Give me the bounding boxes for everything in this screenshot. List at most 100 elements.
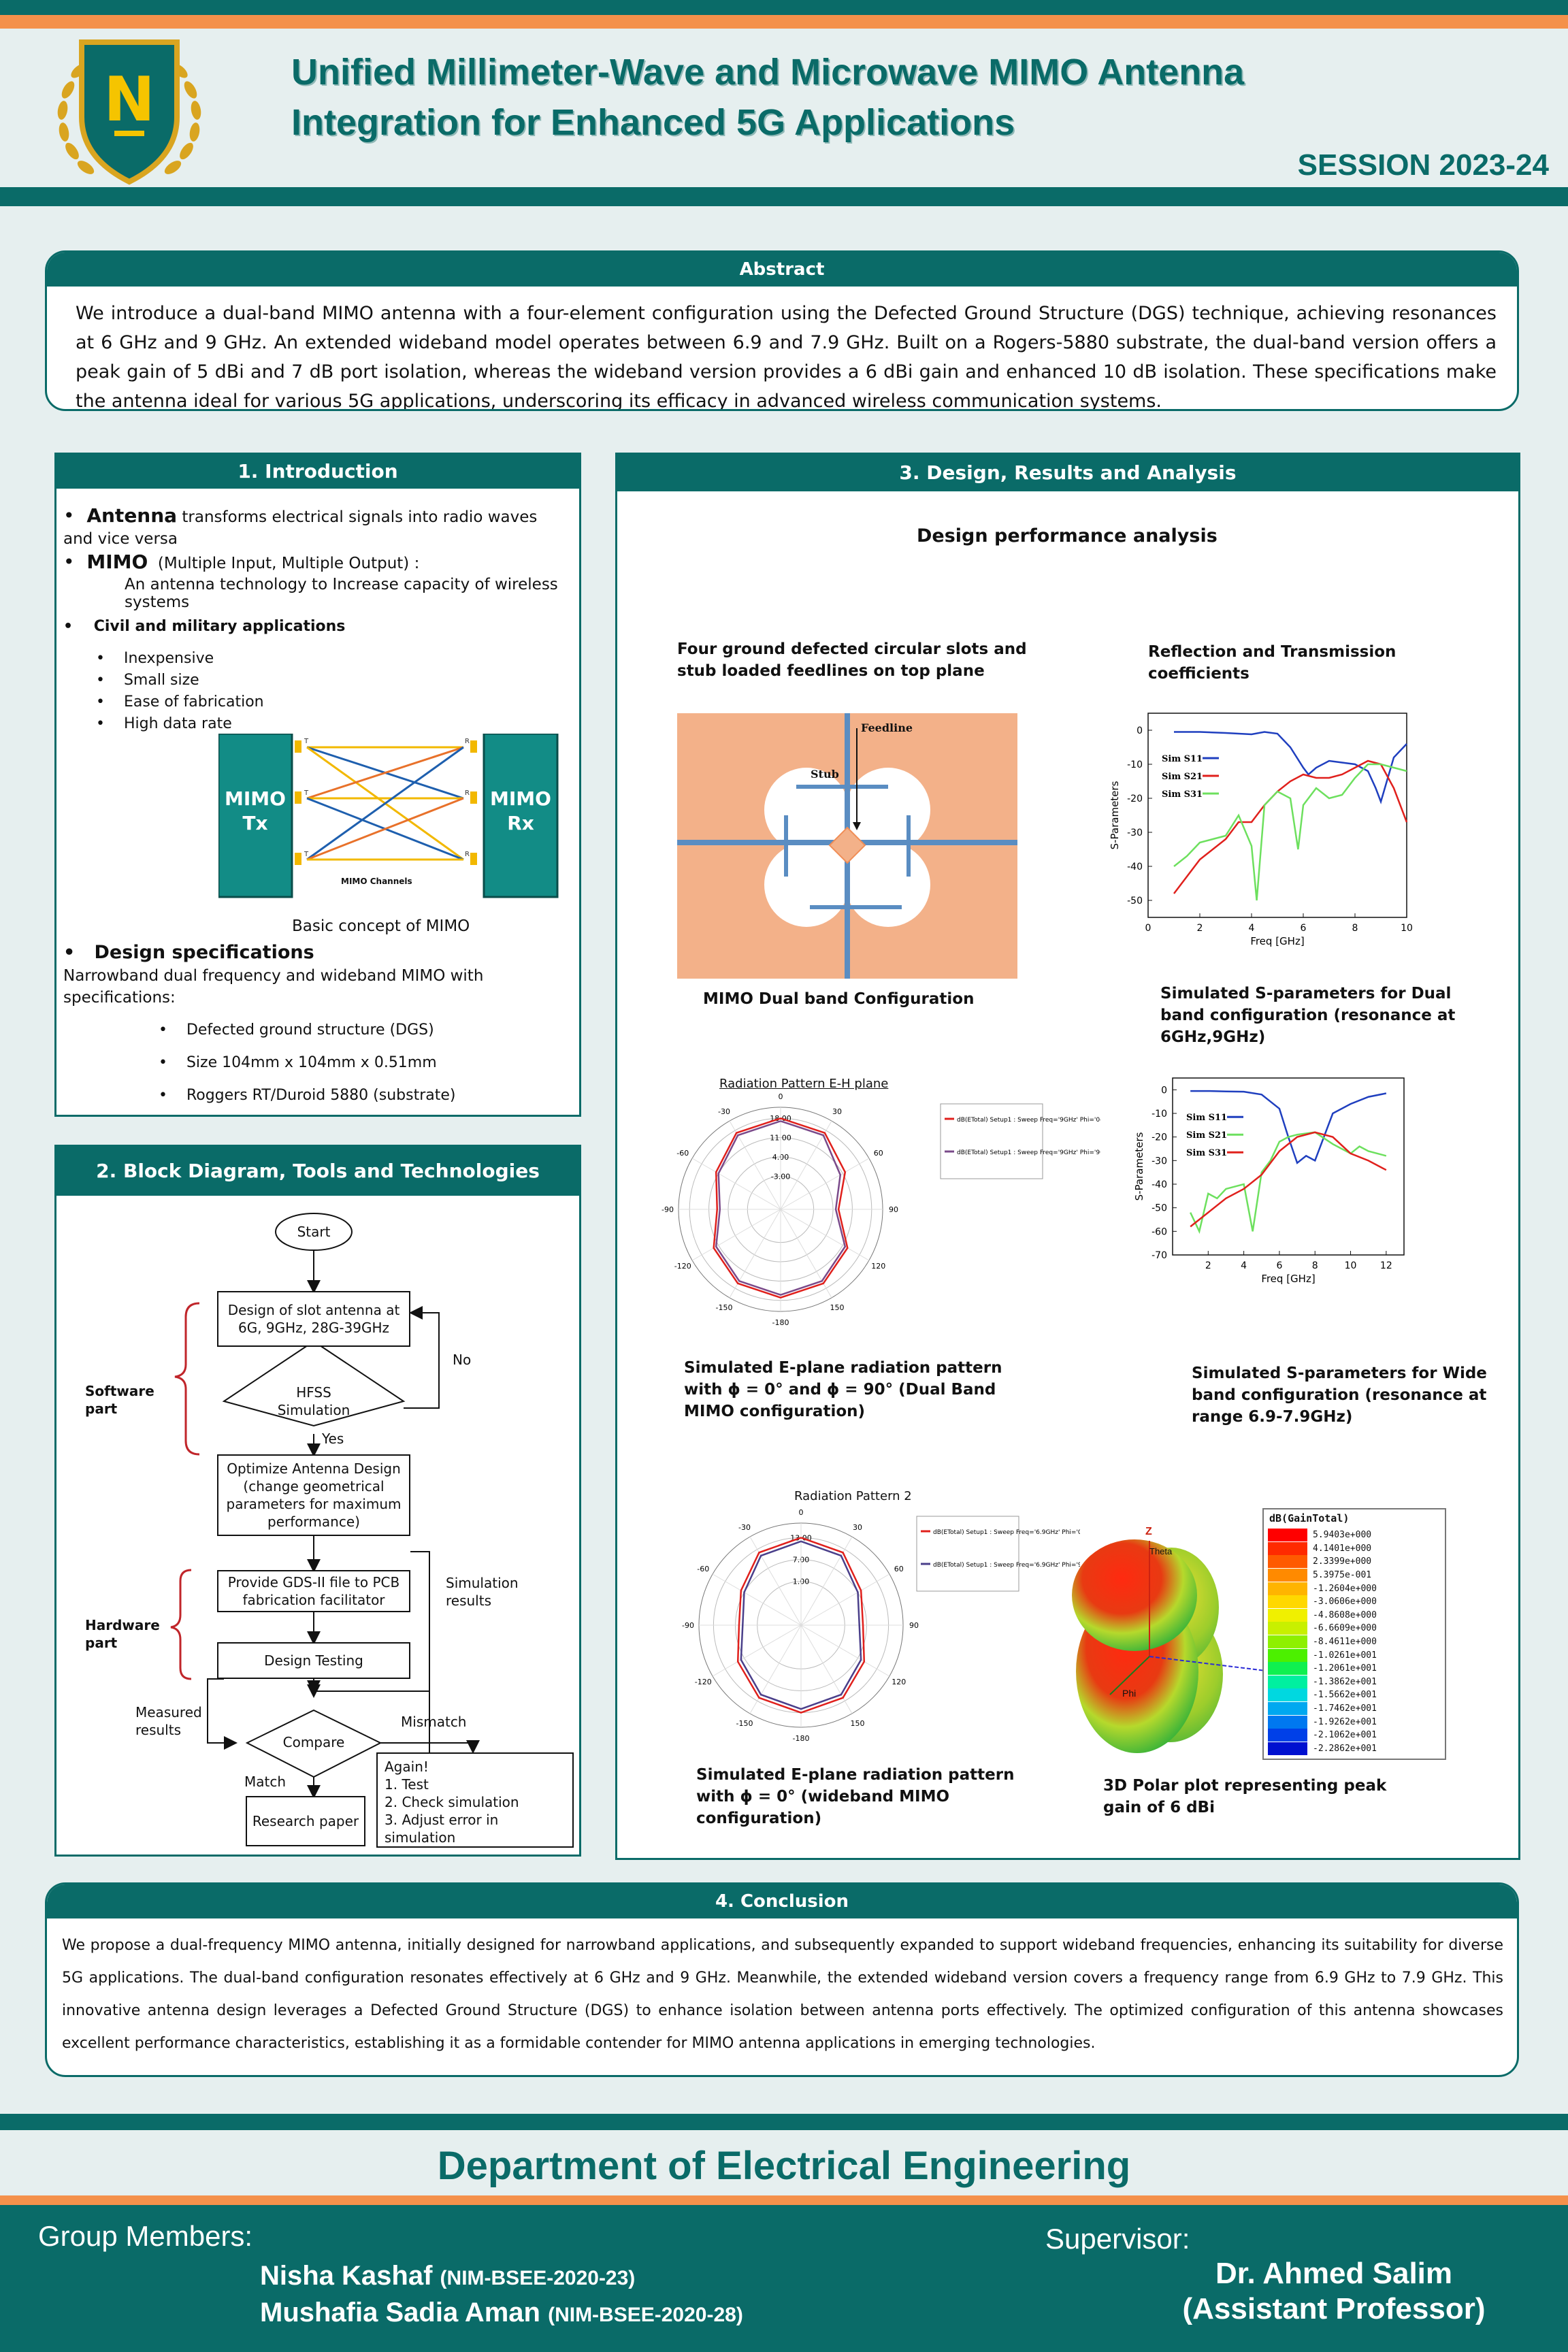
antenna-desc: transforms electrical signals into radio…: [63, 508, 538, 548]
gain-color-swatch: [1268, 1742, 1307, 1755]
x-tick-label: 12: [1380, 1260, 1392, 1271]
angle-tick-label: 90: [889, 1205, 898, 1214]
feedline-label: Feedline: [861, 721, 913, 734]
angle-tick-label: -60: [697, 1565, 709, 1573]
pattern-series: [736, 1537, 866, 1714]
polar2-title: Radiation Pattern 2: [794, 1489, 912, 1503]
conclusion-heading: 4. Conclusion: [47, 1884, 1517, 1918]
gain-tick-label: -8.4611e+000: [1313, 1637, 1377, 1648]
polar1-title: Radiation Pattern E-H plane: [719, 1077, 889, 1091]
y-tick-label: -20: [1152, 1132, 1167, 1143]
angle-tick-label: 150: [851, 1719, 865, 1728]
x-tick-label: 2: [1197, 923, 1203, 934]
gain-color-swatch: [1268, 1675, 1307, 1688]
pattern-series: [740, 1540, 862, 1710]
abstract-panel: Abstract We introduce a dual-band MIMO a…: [45, 250, 1519, 411]
gain-color-swatch: [1268, 1555, 1307, 1569]
x-tick-label: 4: [1241, 1260, 1247, 1271]
svg-text:R: R: [465, 789, 470, 797]
gain-scale-row: -1.7462e+001: [1268, 1702, 1441, 1716]
gain-color-swatch: [1268, 1529, 1307, 1542]
specs-desc: Narrowband dual frequency and wideband M…: [63, 967, 484, 1007]
y-tick-label: -50: [1127, 896, 1143, 906]
angle-tick-label: 60: [874, 1149, 883, 1158]
gain-scale-row: -3.0606e+000: [1268, 1595, 1441, 1609]
intro-antenna-bullet: • Antenna transforms electrical signals …: [63, 504, 538, 549]
gain-scale-row: -2.1062e+001: [1268, 1729, 1441, 1742]
angle-grid: [712, 1573, 802, 1626]
gain-color-swatch: [1268, 1582, 1307, 1595]
polar-legend-box: [940, 1103, 1043, 1179]
mimo-diagram-caption: Basic concept of MIMO: [292, 917, 470, 935]
gain-color-swatch: [1268, 1608, 1307, 1622]
polar-legend-box: [916, 1516, 1019, 1592]
x-tick-label: 4: [1249, 923, 1255, 934]
angle-tick-label: -60: [676, 1149, 689, 1158]
flow-yes-label: Yes: [322, 1431, 344, 1447]
flow-optimize-step: Optimize Antenna Design (change geometri…: [217, 1454, 410, 1536]
x-tick-label: 10: [1401, 923, 1413, 934]
introduction-panel: 1. Introduction • Antenna transforms ele…: [54, 453, 581, 1117]
specs-heading: • Design specifications: [63, 942, 314, 963]
mimo-term: MIMO: [86, 551, 148, 573]
radiation-pattern-2-caption: Simulated E-plane radiation pattern with…: [696, 1766, 1015, 1827]
pattern-series: [715, 1120, 847, 1296]
abstract-text: We introduce a dual-band MIMO antenna wi…: [76, 303, 1497, 411]
svg-text:T: T: [304, 789, 309, 797]
y-tick-label: -70: [1152, 1250, 1167, 1261]
mimo-desc: An antenna technology to Increase capaci…: [125, 576, 558, 611]
gain-tick-label: 4.1401e+000: [1313, 1543, 1372, 1554]
antenna-caption: MIMO Dual band Configuration: [703, 990, 975, 1008]
gain-tick-label: -1.2604e+000: [1313, 1583, 1377, 1594]
x-tick-label: 6: [1276, 1260, 1282, 1271]
supervisor-label: Supervisor:: [1045, 2223, 1190, 2255]
poster-title-line1: Unified Millimeter-Wave and Microwave MI…: [291, 52, 1245, 93]
angle-grid: [729, 1209, 781, 1298]
angle-tick-label: 120: [892, 1678, 906, 1686]
gain-scale-row: -1.5662e+001: [1268, 1688, 1441, 1702]
list-item: • Size 104mm x 104mm x 0.51mm: [159, 1054, 437, 1071]
gain-color-swatch: [1268, 1622, 1307, 1635]
gain-color-swatch: [1268, 1635, 1307, 1649]
s-param-title: Reflection and Transmission coefficients: [1148, 643, 1396, 683]
gain-tick-label: -4.8608e+000: [1313, 1610, 1377, 1620]
list-item: • Defected ground structure (DGS): [159, 1022, 434, 1039]
svg-text:T: T: [304, 851, 309, 858]
list-item: • Small size: [96, 672, 199, 689]
angle-tick-label: -90: [682, 1621, 694, 1630]
y-tick-label: -10: [1127, 760, 1143, 770]
gain-legend-title: dB(GainTotal): [1269, 1512, 1350, 1524]
angle-tick-label: -150: [736, 1719, 753, 1728]
x-tick-label: 8: [1312, 1260, 1318, 1271]
gain-scale-row: 2.3399e+000: [1268, 1555, 1441, 1569]
apps-list: • Inexpensive • Small size • Ease of fab…: [96, 648, 264, 735]
angle-tick-label: 120: [871, 1262, 885, 1271]
series-line-sim-s21: [1190, 1131, 1387, 1235]
polar-3d-caption: 3D Polar plot representing peak gain of …: [1103, 1777, 1387, 1816]
gain-tick-label: -1.5662e+001: [1313, 1690, 1377, 1701]
apps-heading: • Civil and military applications: [63, 618, 346, 635]
gain-tick-label: 2.3399e+000: [1313, 1556, 1372, 1567]
antenna-title: Four ground defected circular slots and …: [677, 640, 1027, 680]
gain-color-swatch: [1268, 1648, 1307, 1662]
flow-match-label: Match: [244, 1774, 287, 1790]
y-tick-label: -10: [1152, 1109, 1167, 1120]
gain-scale-row: -6.6609e+000: [1268, 1622, 1441, 1635]
series-line-sim-s31: [1173, 763, 1407, 901]
gain-color-swatch: [1268, 1702, 1307, 1716]
angle-tick-label: -180: [793, 1734, 810, 1741]
gain-tick-label: -1.9262e+001: [1313, 1716, 1377, 1727]
mimo-expand: (Multiple Input, Multiple Output) :: [157, 555, 420, 572]
angle-grid: [691, 1158, 781, 1210]
legend-label: Sim S31: [1186, 1148, 1227, 1158]
introduction-heading: 1. Introduction: [56, 455, 579, 489]
member-1: Nisha Kashaf (NIM-BSEE-2020-23): [260, 2261, 636, 2291]
flow-mismatch-label: Mismatch: [401, 1714, 467, 1730]
design-results-panel: 3. Design, Results and Analysis Design p…: [615, 453, 1520, 1860]
angle-tick-label: -150: [716, 1303, 733, 1312]
gain-scale-row: 5.9403e+000: [1268, 1529, 1441, 1542]
plot-frame: [1172, 1077, 1405, 1256]
